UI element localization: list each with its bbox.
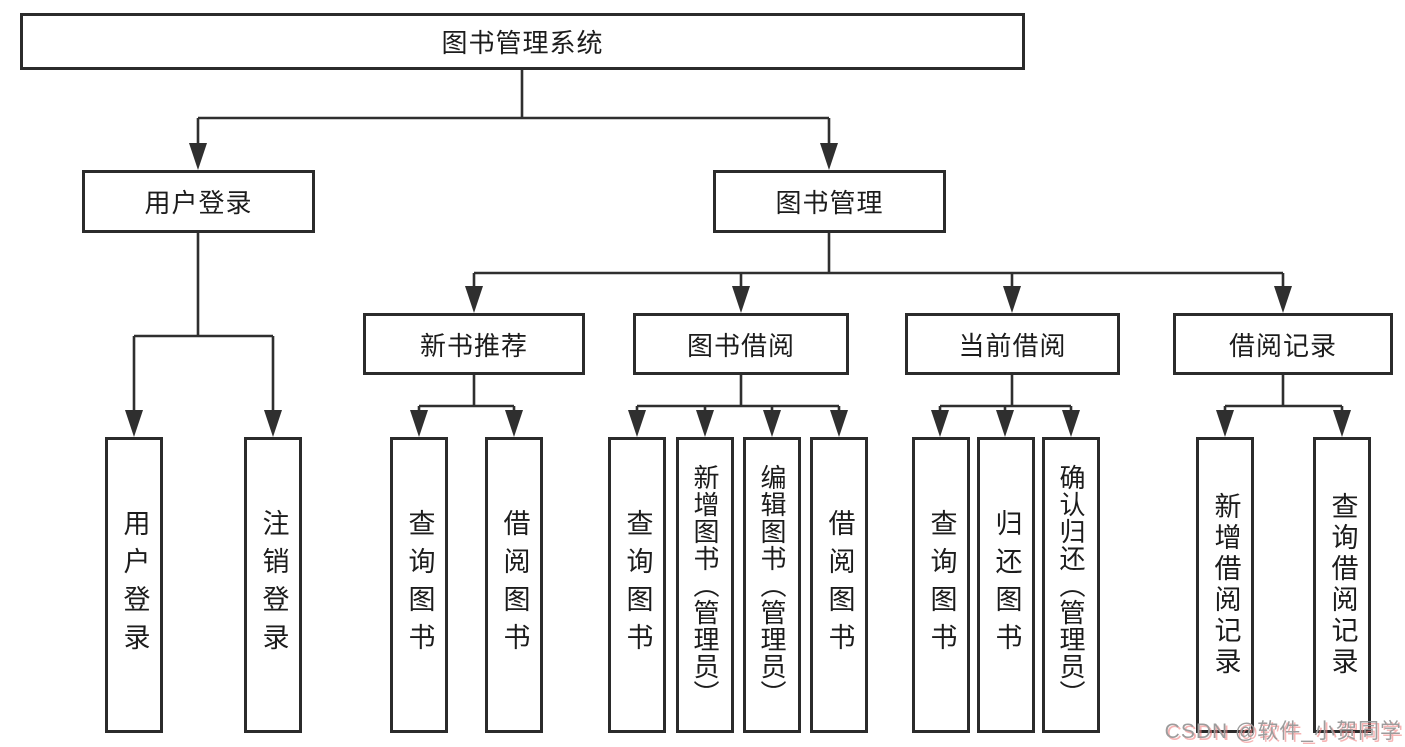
- arrowheads: [125, 143, 1351, 437]
- leaf-query-books-current: 查询图书: [912, 437, 970, 733]
- leaf-borrow-books-rec: 借阅图书: [485, 437, 543, 733]
- leaf-add-books-admin: 新增图书（管理员）: [676, 437, 734, 733]
- leaf-query-books-rec: 查询图书: [390, 437, 448, 733]
- node-user-login: 用户登录: [82, 170, 315, 233]
- leaf-edit-books-admin: 编辑图书（管理员）: [743, 437, 801, 733]
- leaf-return-books: 归还图书: [977, 437, 1035, 733]
- leaf-logout: 注销登录: [244, 437, 302, 733]
- node-borrow-records: 借阅记录: [1173, 313, 1393, 375]
- leaf-confirm-return-admin: 确认归还（管理员）: [1042, 437, 1100, 733]
- node-book-borrow: 图书借阅: [633, 313, 849, 375]
- leaf-borrow-books: 借阅图书: [810, 437, 868, 733]
- leaf-add-borrow-record: 新增借阅记录: [1196, 437, 1254, 733]
- node-book-management: 图书管理: [713, 170, 946, 233]
- node-root-system: 图书管理系统: [20, 13, 1025, 70]
- node-current-borrow: 当前借阅: [905, 313, 1120, 375]
- csdn-watermark: CSDN @软件_小贺同学: [1164, 720, 1402, 743]
- node-new-book-recommend: 新书推荐: [363, 313, 585, 375]
- leaf-user-login: 用户登录: [105, 437, 163, 733]
- leaf-query-books-borrow: 查询图书: [608, 437, 666, 733]
- leaf-query-borrow-record: 查询借阅记录: [1313, 437, 1371, 733]
